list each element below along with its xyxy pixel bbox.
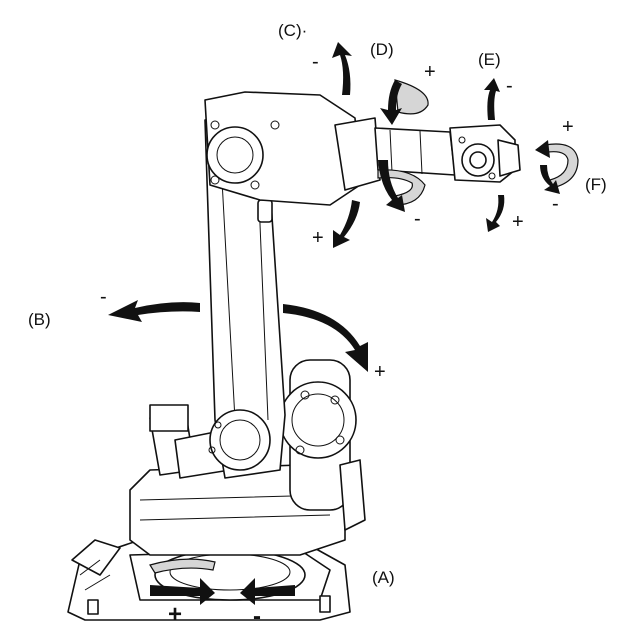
sign-f-plus: + <box>562 116 574 138</box>
sign-a-plus: + <box>168 601 182 628</box>
label-axis-e: (E) <box>478 50 501 69</box>
robot-column <box>129 359 366 556</box>
robot-upper-arm <box>204 91 456 206</box>
sign-e-plus: + <box>512 211 524 233</box>
robot-wrist <box>449 124 521 183</box>
sign-e-minus: - <box>506 75 513 97</box>
sign-d-plus: + <box>424 61 436 83</box>
sign-f-minus: - <box>552 193 559 215</box>
label-axis-a: (A) <box>372 568 395 587</box>
label-axis-f: (F) <box>585 175 607 194</box>
axis-e-arrows <box>484 78 505 232</box>
sign-b-minus: - <box>100 286 107 308</box>
label-axis-b: (B) <box>28 310 51 329</box>
sign-a-minus: - <box>253 603 261 630</box>
sign-b-plus: + <box>374 361 386 383</box>
robot-lower-arm <box>204 109 286 479</box>
axis-f-arrows <box>535 140 579 194</box>
sign-c-minus: - <box>312 51 319 73</box>
axis-a-arrows <box>149 558 295 605</box>
label-axis-c: (C)· <box>278 21 307 40</box>
axis-c-arrows <box>332 42 360 248</box>
label-axis-d: (D) <box>370 40 394 59</box>
sign-c-plus: + <box>312 227 324 249</box>
axis-b-arrows <box>108 300 368 372</box>
axis-d-arrows <box>377 79 429 212</box>
sign-d-minus: - <box>414 208 421 230</box>
